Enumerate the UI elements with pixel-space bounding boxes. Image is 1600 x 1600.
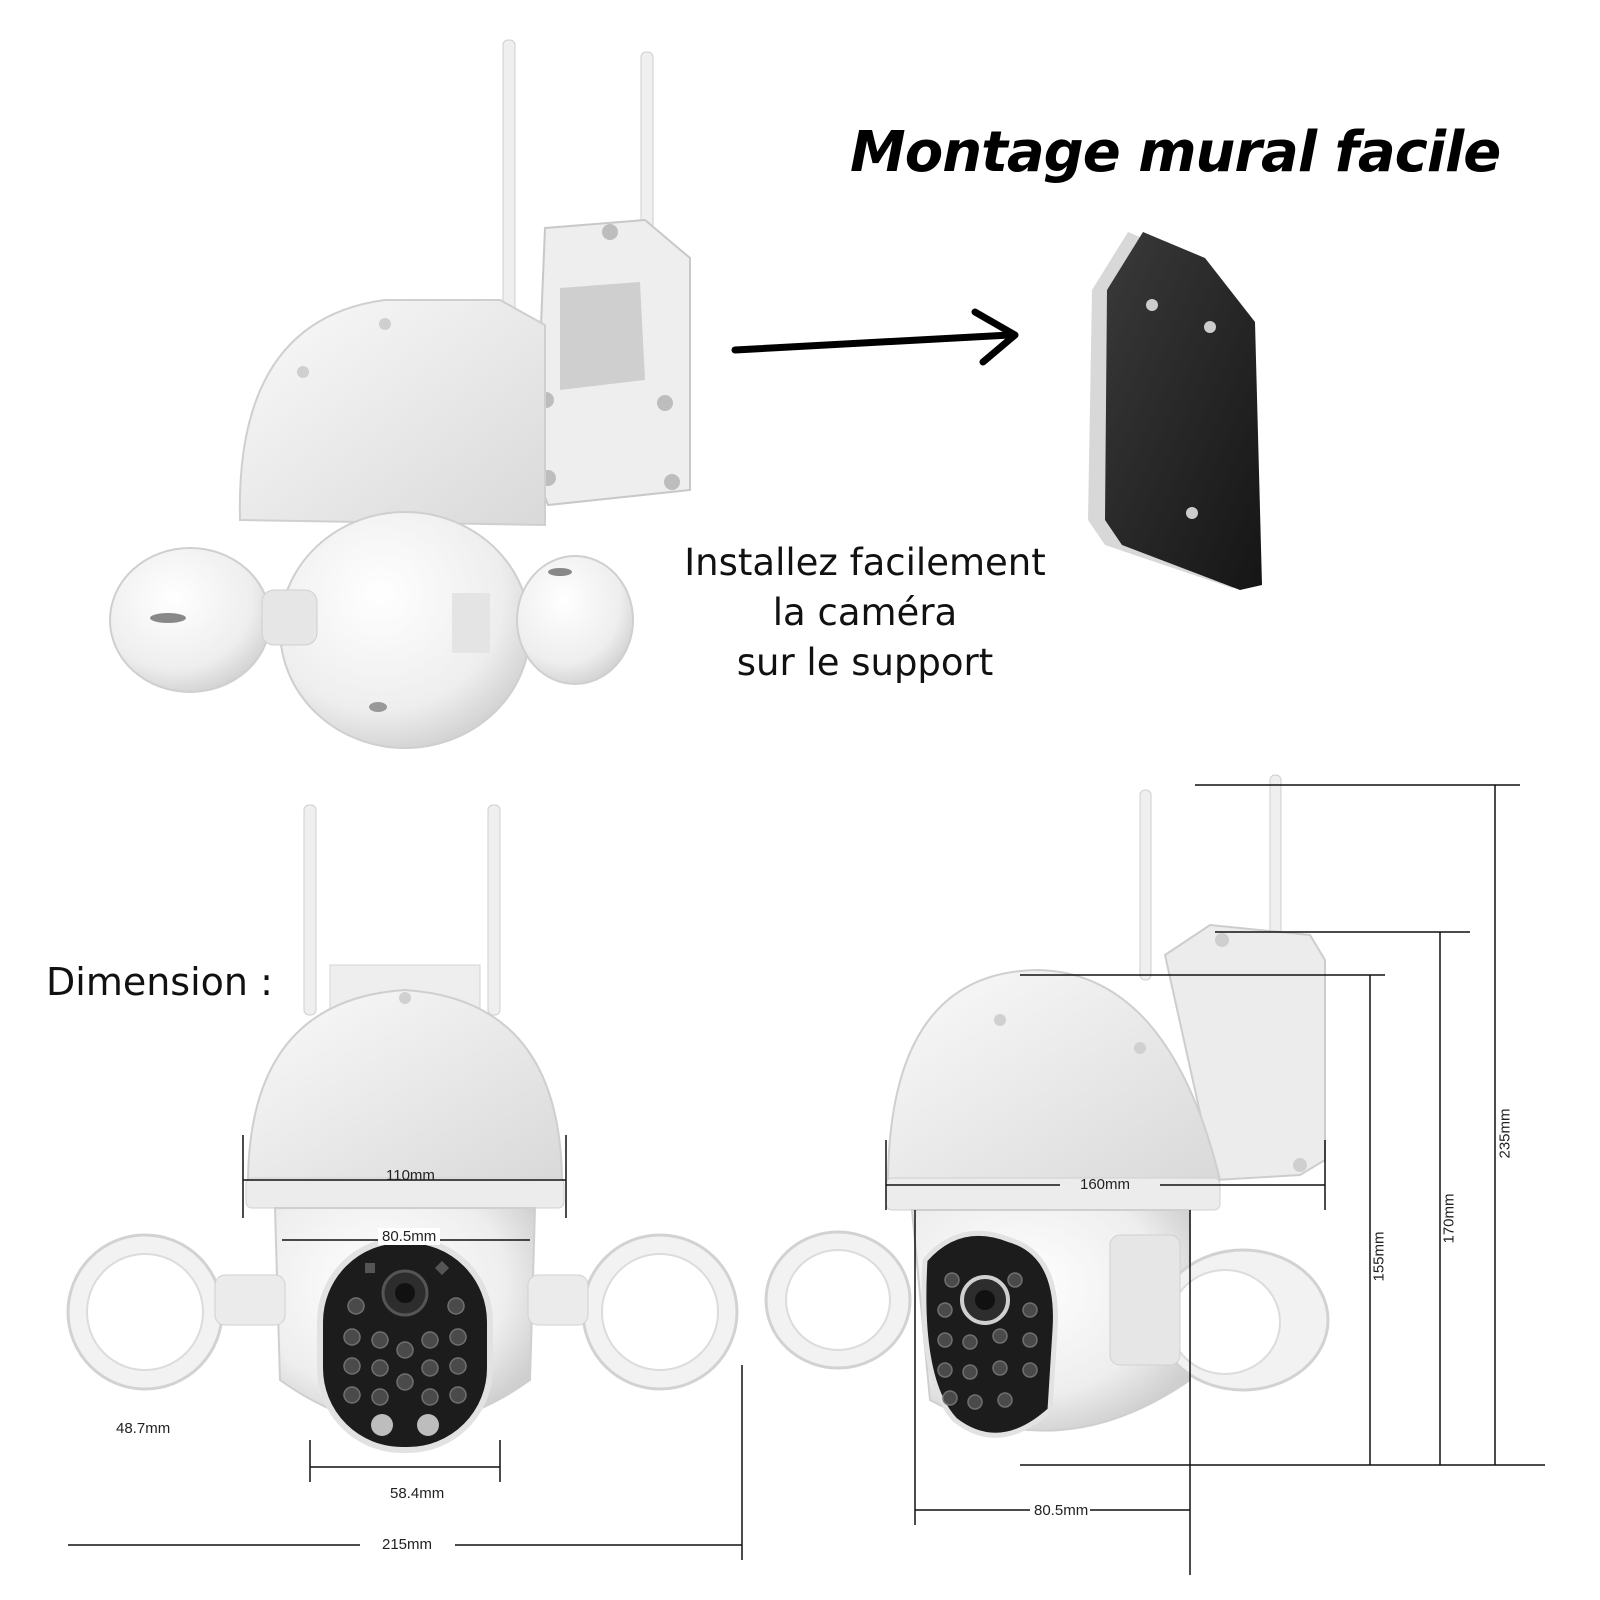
front-light-size-label: 48.7mm <box>116 1420 171 1437</box>
speaker-grille <box>452 593 490 653</box>
top-camera-illustration <box>109 39 691 749</box>
side-mount-height-label: 170mm <box>1440 1193 1458 1244</box>
front-lens-housing-label: 80.5mm <box>378 1228 441 1245</box>
mounting-pad <box>1088 232 1262 590</box>
side-dome-width-label: 160mm <box>1080 1176 1131 1193</box>
bracket-recess <box>560 282 645 390</box>
front-total-width-label: 215mm <box>382 1536 433 1553</box>
dome <box>238 299 546 527</box>
install-caption-line-1: Installez facilement <box>684 541 1046 584</box>
front-dome-width-label: 110mm <box>386 1167 435 1184</box>
dimension-heading: Dimension : <box>46 960 273 1004</box>
ir-led-array <box>343 1297 467 1406</box>
page-title: Montage mural facile <box>850 120 1501 185</box>
install-caption-line-3: sur le support <box>736 641 994 684</box>
arrow-right-icon <box>731 308 1019 366</box>
install-caption-line-2: la caméra <box>772 591 958 634</box>
floodlight-left <box>109 547 271 693</box>
side-total-height-label: 235mm <box>1496 1108 1514 1159</box>
side-base-depth-label: 80.5mm <box>1034 1502 1089 1519</box>
side-view-camera <box>764 774 1330 1438</box>
side-body-height-label: 155mm <box>1370 1231 1388 1282</box>
ir-led-array-side <box>937 1272 1038 1410</box>
floodlight-right <box>516 555 634 685</box>
front-camera-width-label: 58.4mm <box>390 1485 445 1502</box>
side-dimension-lines <box>885 784 1545 1575</box>
install-caption: Installez facilement la caméra sur le su… <box>665 538 1065 688</box>
front-view-camera <box>66 804 739 1453</box>
